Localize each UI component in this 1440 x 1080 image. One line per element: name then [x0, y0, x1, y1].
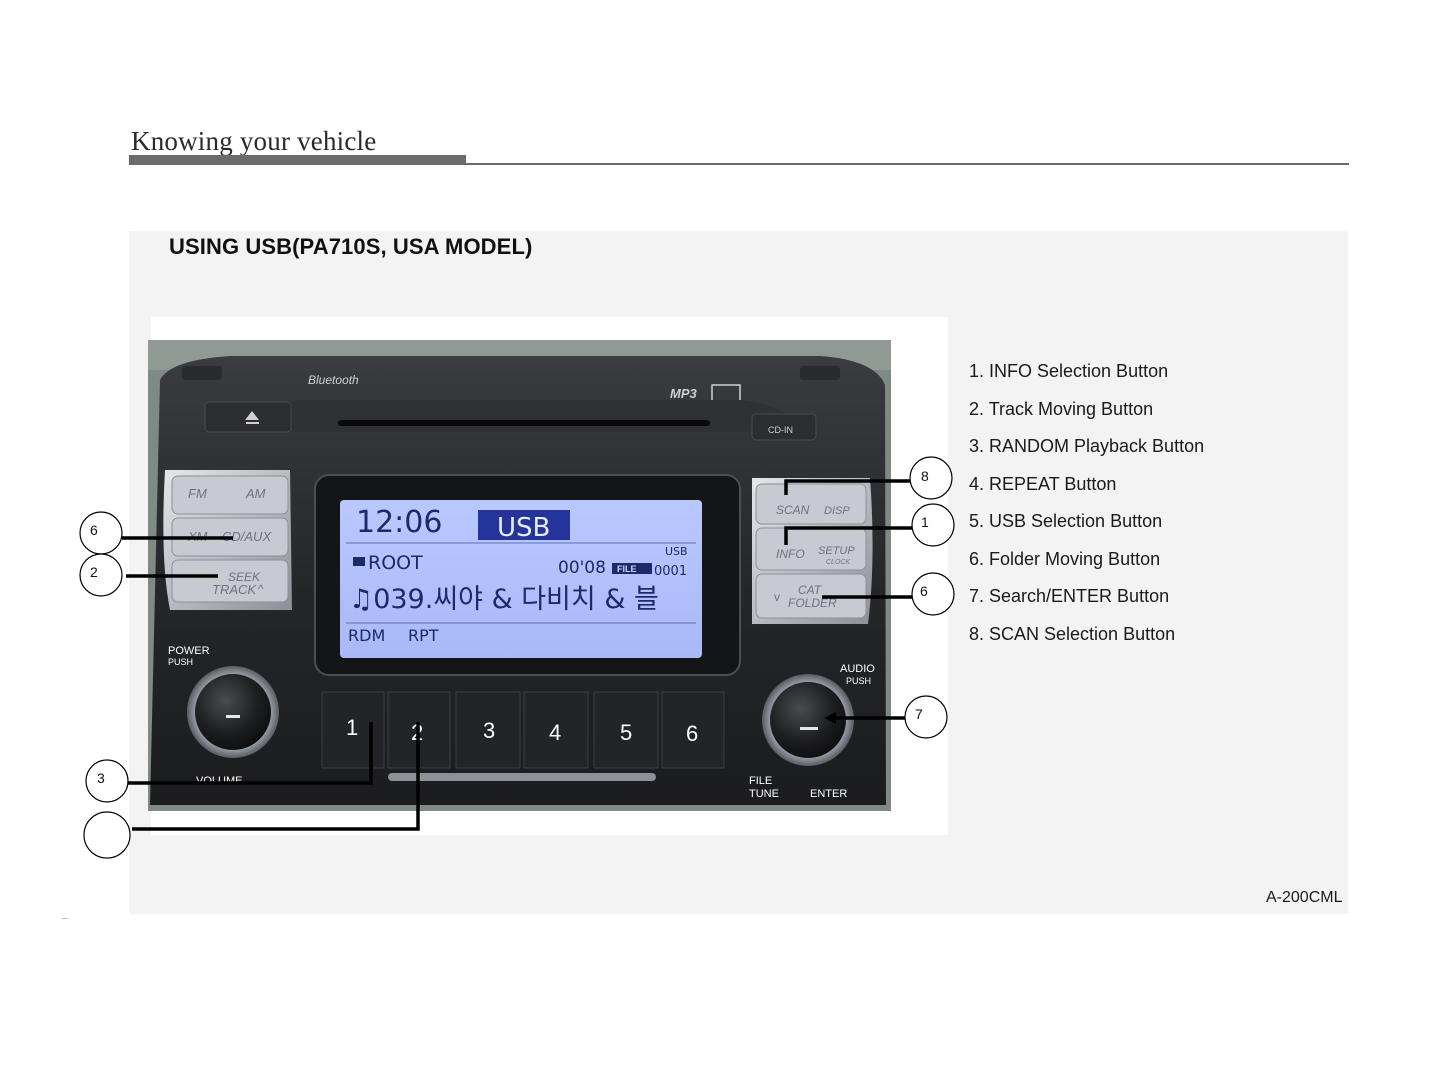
- cd-in-button[interactable]: [751, 413, 817, 441]
- figure-code: A-200CML: [1266, 889, 1343, 906]
- display-elapsed: 00'08: [558, 558, 606, 578]
- fm-am-button[interactable]: [171, 475, 289, 515]
- preset-label-3: 3: [483, 718, 495, 743]
- display-source-small: USB: [665, 545, 688, 558]
- display-rdm: RDM: [348, 626, 385, 645]
- callout-2: 2: [90, 564, 98, 580]
- file-label: FILE: [749, 775, 772, 787]
- preset-button-5[interactable]: [593, 691, 659, 769]
- cd-aux-label: CD/AUX: [222, 529, 272, 544]
- eject-icon: [245, 411, 259, 420]
- callout-8: 8: [921, 468, 929, 484]
- callout-7: 7: [915, 706, 923, 722]
- header-accent-bar: [129, 155, 466, 165]
- button-legend: 1. INFO Selection Button 2. Track Moving…: [969, 358, 1204, 658]
- am-label: AM: [245, 486, 266, 501]
- page-header-title: Knowing your vehicle: [131, 126, 377, 156]
- legend-item: 2. Track Moving Button: [969, 398, 1154, 419]
- preset-button-3[interactable]: [455, 691, 521, 769]
- preset-button-4[interactable]: [523, 691, 589, 769]
- preset-strip: [388, 773, 656, 781]
- section-title: USING USB(PA710S, USA MODEL): [169, 234, 533, 259]
- tune-knob[interactable]: [770, 682, 846, 758]
- preset-label-4: 4: [549, 720, 561, 745]
- display-file-tag: FILE: [617, 564, 637, 574]
- cd-slot: [338, 420, 710, 426]
- power-label: POWER: [168, 645, 210, 657]
- display-track-title: ♫039.씨야 & 다비치 & 블: [349, 584, 659, 615]
- legend-item: 6. Folder Moving Button: [969, 548, 1161, 569]
- lcd-display: [340, 500, 702, 658]
- preset-button-1[interactable]: [321, 691, 385, 769]
- callout-1: 1: [921, 514, 929, 530]
- mp3-logo: MP3: [670, 386, 698, 401]
- header-rule: [129, 163, 1349, 165]
- tune-label: TUNE: [749, 788, 779, 800]
- seek-label: SEEK: [228, 570, 261, 584]
- volume-label: VOLUME: [196, 775, 242, 787]
- audio-label: AUDIO: [840, 663, 875, 675]
- folder-icon: [353, 557, 365, 566]
- callout-lines: [122, 479, 912, 831]
- audio-push-label: PUSH: [846, 676, 871, 686]
- scan-disp-button[interactable]: [755, 483, 867, 525]
- volume-knob[interactable]: [195, 674, 271, 750]
- callout-6-left: 6: [90, 522, 98, 538]
- display-file-number: 0001: [654, 564, 687, 579]
- legend-item: 3. RANDOM Playback Button: [969, 436, 1205, 456]
- preset-button-6[interactable]: [661, 691, 725, 769]
- display-source: USB: [497, 513, 550, 543]
- preset-label-6: 6: [686, 721, 698, 746]
- cd-in-label: CD-IN: [768, 425, 793, 435]
- display-folder: ROOT: [368, 552, 423, 574]
- preset-label-5: 5: [620, 720, 632, 745]
- legend-item: 7. Search/ENTER Button: [969, 586, 1170, 606]
- legend-item: 5. USB Selection Button: [969, 511, 1163, 531]
- legend-item: 8. SCAN Selection Button: [969, 623, 1176, 644]
- fm-label: FM: [188, 486, 207, 501]
- display-source-box: [478, 510, 570, 540]
- display-time: 12:06: [356, 505, 442, 540]
- callout-circles: [79, 456, 955, 859]
- seek-track-button[interactable]: [171, 559, 289, 603]
- disp-label: DISP: [824, 505, 850, 517]
- power-push-label: PUSH: [168, 657, 193, 667]
- cat-label: CAT: [798, 583, 823, 597]
- tune-knob-indicator-icon: [800, 727, 818, 730]
- track-label: TRACK: [212, 582, 257, 597]
- preset-label-1: 1: [346, 715, 358, 740]
- bluetooth-logo: Bluetooth: [308, 373, 359, 387]
- legend-item: 1. INFO Selection Button: [969, 361, 1169, 381]
- callout-3: 3: [97, 770, 105, 786]
- setup-label: SETUP: [818, 545, 855, 557]
- scan-label: SCAN: [776, 503, 810, 517]
- track-up-icon: ^: [258, 582, 264, 596]
- enter-label: ENTER: [810, 788, 847, 800]
- display-rpt: RPT: [408, 626, 439, 645]
- callout-arrow-icon: [824, 712, 836, 724]
- info-label: INFO: [776, 547, 805, 561]
- callout-6-right: 6: [920, 583, 928, 599]
- page-mark-icon: —: [62, 916, 68, 922]
- clock-label: CLOCK: [826, 559, 850, 566]
- volume-knob-indicator-icon: [226, 715, 240, 718]
- folder-down-icon: v: [774, 590, 780, 604]
- folder-label: FOLDER: [788, 596, 837, 610]
- legend-item: 4. REPEAT Button: [969, 473, 1117, 494]
